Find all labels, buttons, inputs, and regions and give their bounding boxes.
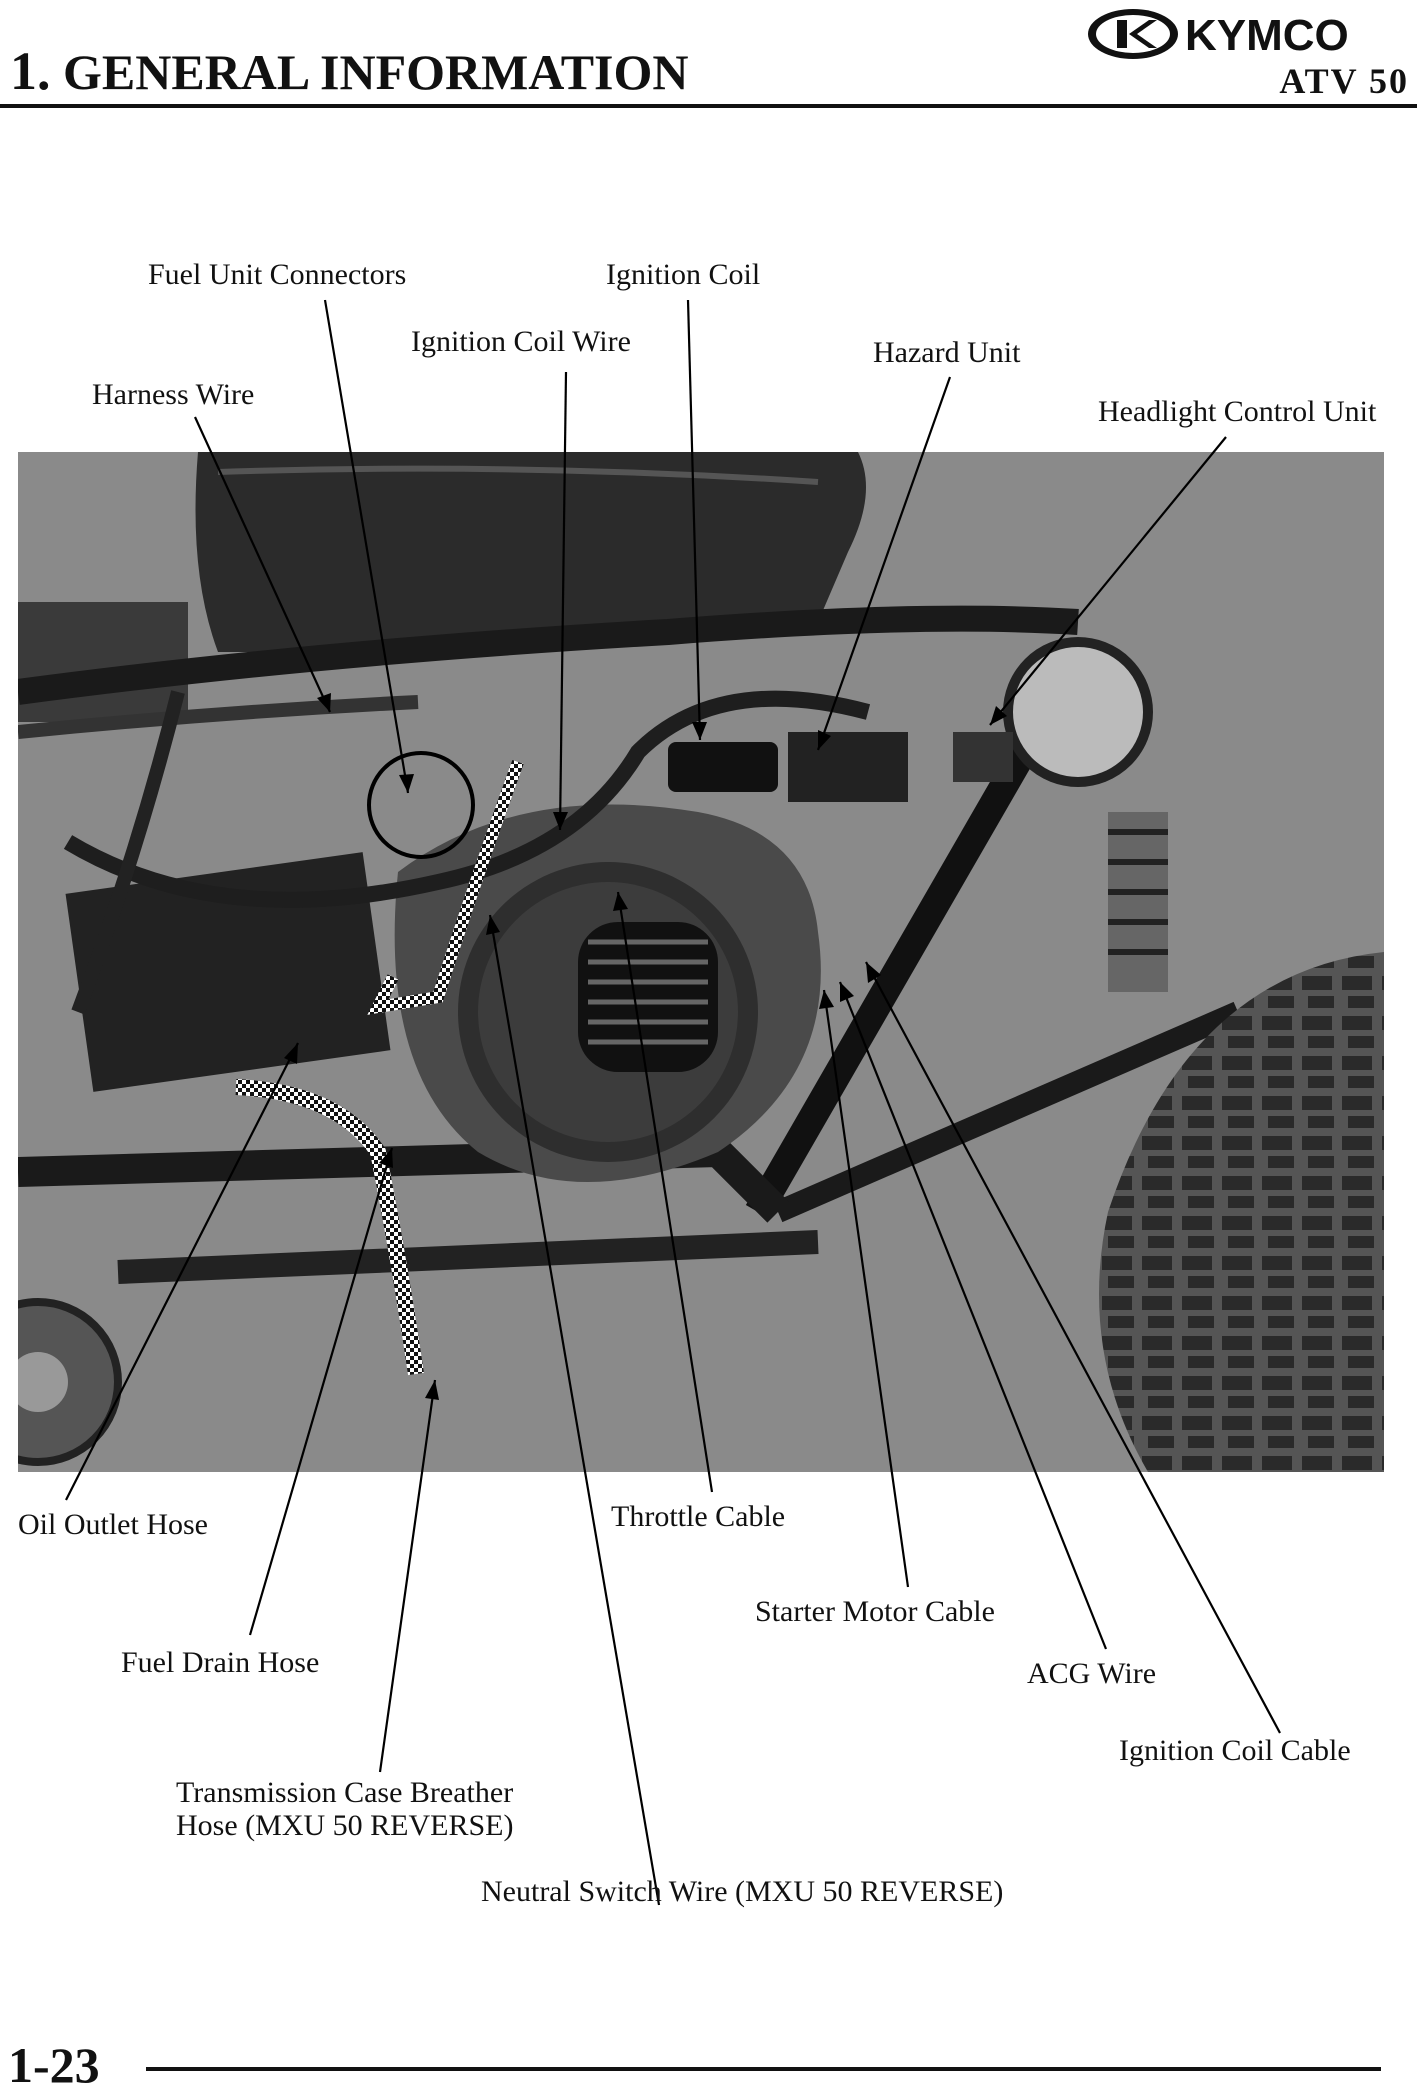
label-headlight-control-unit: Headlight Control Unit [1098, 395, 1377, 428]
label-ignition-coil-wire: Ignition Coil Wire [411, 325, 631, 358]
chapter-title-text: GENERAL INFORMATION [63, 44, 689, 100]
label-oil-outlet-hose: Oil Outlet Hose [18, 1508, 208, 1541]
engine-photo [18, 452, 1384, 1472]
header-divider [0, 104, 1417, 108]
label-starter-motor-cable: Starter Motor Cable [755, 1595, 995, 1628]
label-harness-wire: Harness Wire [92, 378, 255, 411]
footer-divider [146, 2067, 1381, 2071]
label-ignition-coil: Ignition Coil [606, 258, 761, 291]
chapter-title: 1. GENERAL INFORMATION [10, 40, 689, 102]
model-name: ATV 50 [1279, 61, 1409, 101]
label-fuel-unit-connectors: Fuel Unit Connectors [148, 258, 407, 291]
label-acg-wire: ACG Wire [1027, 1657, 1157, 1690]
label-neutral-switch-wire: Neutral Switch Wire (MXU 50 REVERSE) [481, 1875, 1004, 1908]
brand-name: KYMCO [1185, 11, 1349, 60]
page-number: 1-23 [8, 2037, 100, 2093]
label-transmission-case-breather-hose: Transmission Case Breather Hose (MXU 50 … [176, 1776, 596, 1842]
label-hazard-unit: Hazard Unit [873, 336, 1021, 369]
kymco-logo: KYMCO [1088, 9, 1349, 60]
label-transmission-line1: Transmission Case Breather [176, 1776, 514, 1809]
label-transmission-line2: Hose (MXU 50 REVERSE) [176, 1809, 514, 1842]
label-ignition-coil-cable: Ignition Coil Cable [1119, 1734, 1351, 1767]
page-header: 1. GENERAL INFORMATION KYMCO ATV 50 [0, 0, 1417, 110]
label-fuel-drain-hose: Fuel Drain Hose [121, 1646, 320, 1679]
chapter-number: 1. [10, 41, 51, 101]
label-throttle-cable: Throttle Cable [611, 1500, 786, 1533]
